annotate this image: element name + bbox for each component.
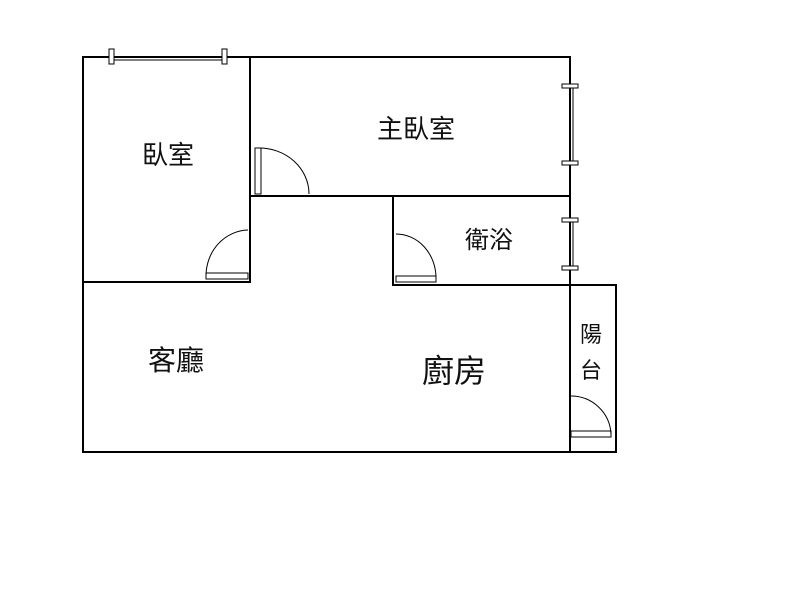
door-balcony bbox=[570, 395, 612, 438]
door-bathroom bbox=[395, 233, 437, 283]
window-top bbox=[108, 48, 228, 65]
label-kitchen: 廚房 bbox=[422, 352, 486, 390]
label-balcony-1: 陽 bbox=[580, 323, 602, 348]
label-balcony-2: 台 bbox=[580, 359, 602, 384]
label-bathroom: 衛浴 bbox=[465, 226, 513, 254]
door-bedroom bbox=[205, 229, 249, 280]
label-master-bedroom: 主臥室 bbox=[377, 115, 455, 145]
label-living-room: 客廳 bbox=[148, 344, 204, 377]
door-master-bedroom bbox=[254, 147, 310, 195]
interior-walls bbox=[82, 56, 571, 286]
window-right bbox=[561, 83, 579, 271]
label-bedroom: 臥室 bbox=[142, 141, 194, 171]
outer-walls bbox=[82, 56, 617, 453]
